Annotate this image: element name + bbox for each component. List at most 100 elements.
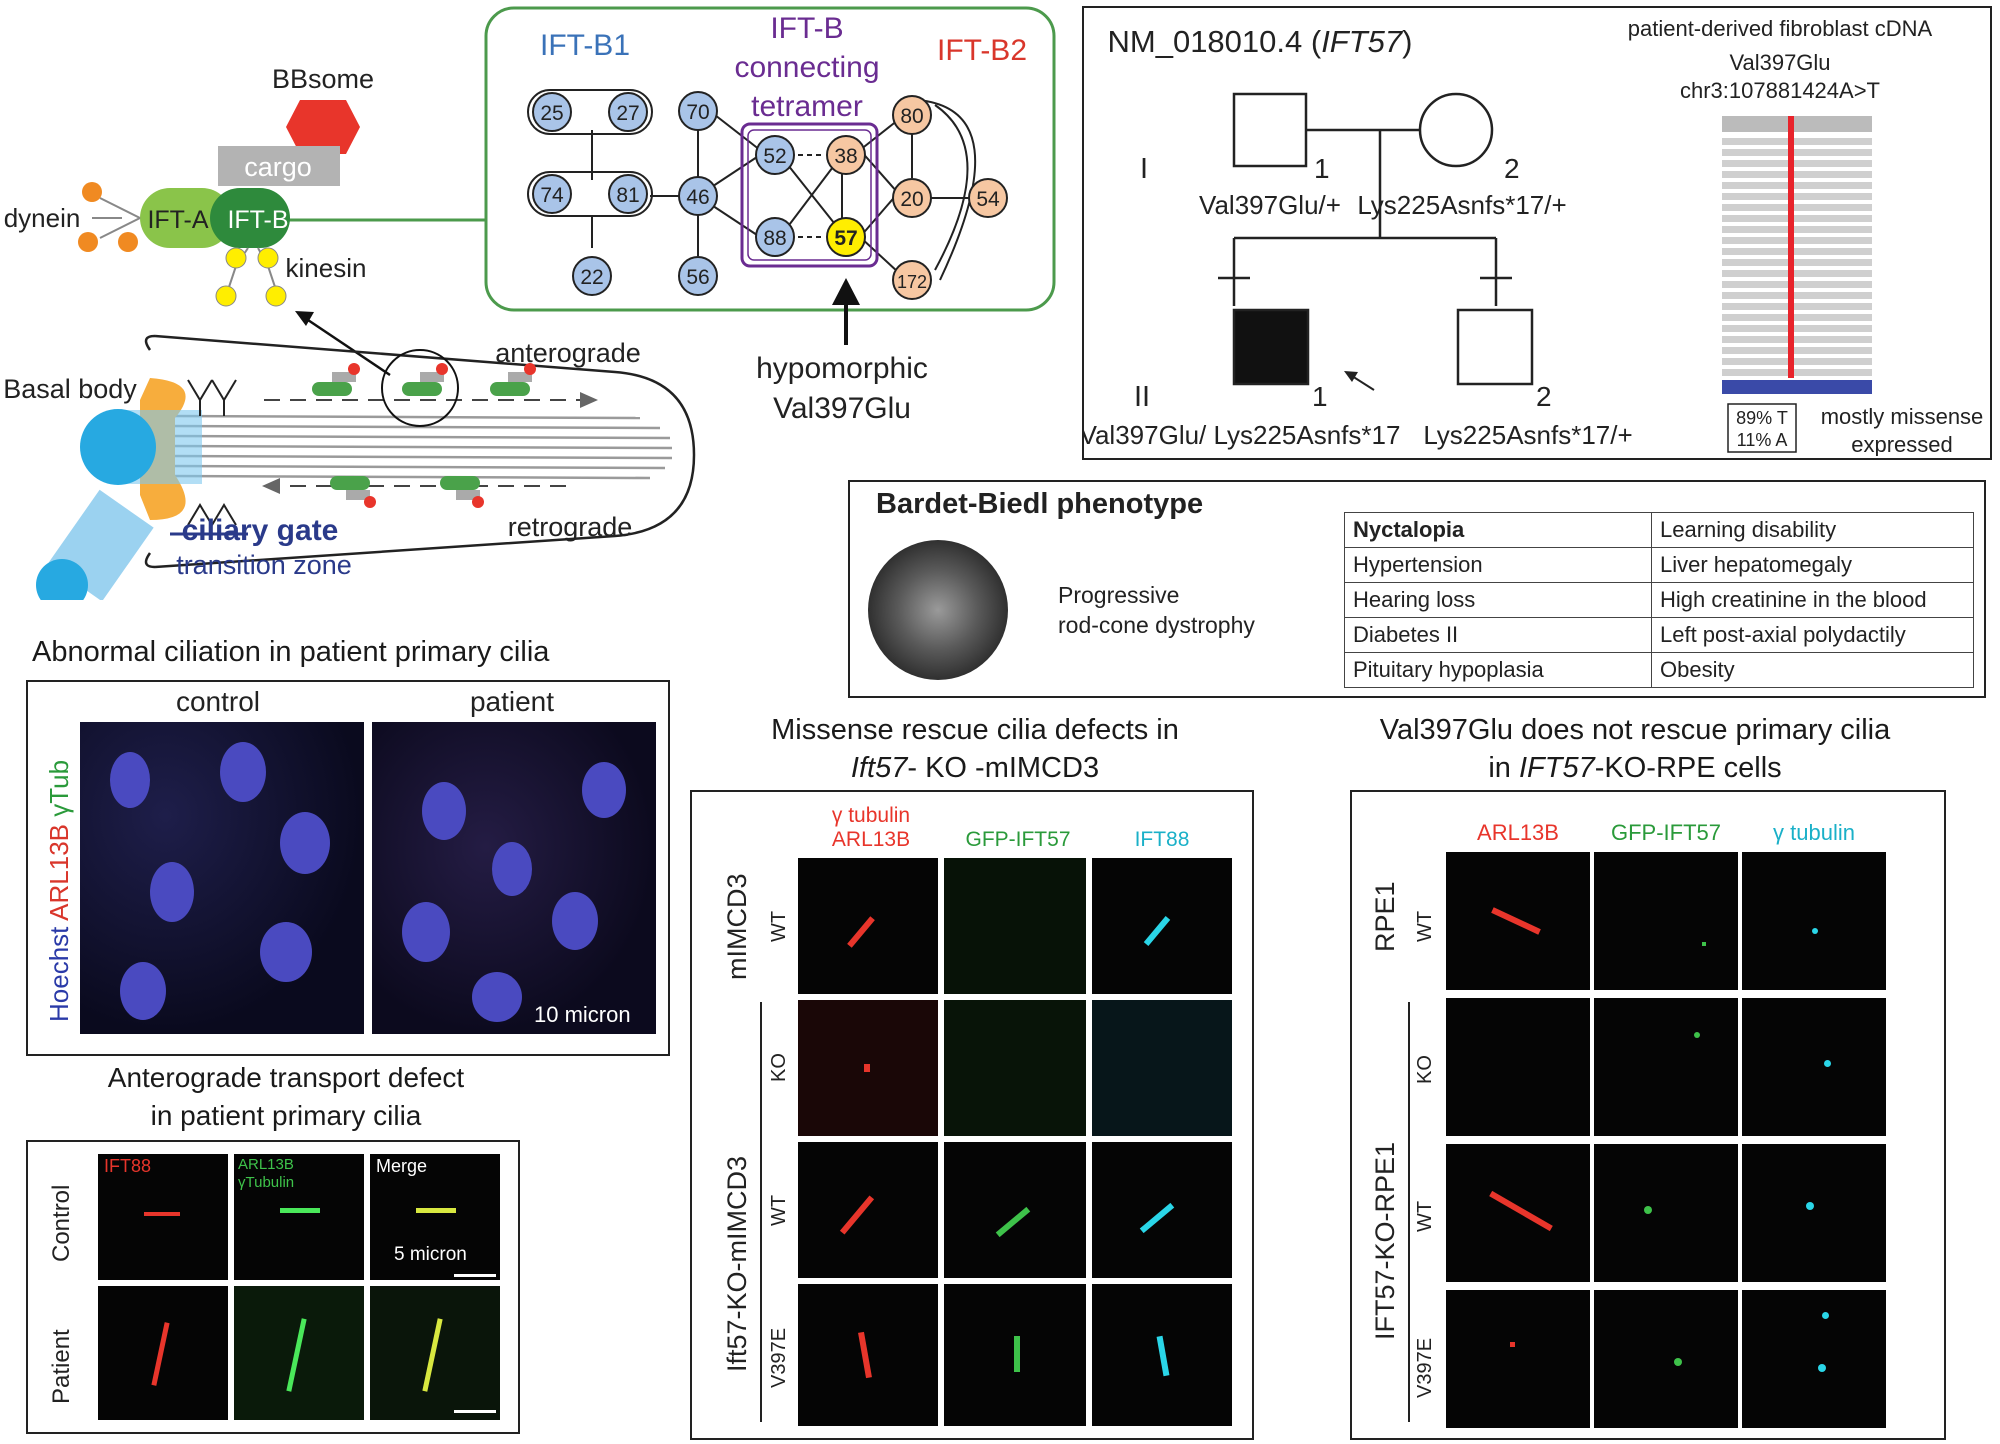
node-74 bbox=[532, 174, 572, 214]
node-label: 172 bbox=[897, 272, 927, 292]
ciliation-panel: control patient 10 micron Hoechst ARL13B… bbox=[26, 680, 670, 1056]
ift-a-label: IFT-A bbox=[147, 206, 208, 234]
allele-percent-box bbox=[1727, 403, 1797, 453]
cdna-position: chr3:107881424A>T bbox=[1680, 78, 1880, 103]
dynein-label: dynein bbox=[4, 203, 81, 233]
ko-gtub-image bbox=[798, 1000, 938, 1136]
ii1-number: 1 bbox=[1312, 381, 1328, 412]
col-gtub: γ tubulin bbox=[1773, 820, 1855, 845]
retina-caption-2: rod-cone dystrophy bbox=[1058, 612, 1255, 638]
control-arl13b-image bbox=[234, 1154, 364, 1280]
mini-ift-train bbox=[312, 363, 536, 508]
row-control-label: Control bbox=[48, 1184, 75, 1262]
col-arl13b: ARL13B bbox=[238, 1156, 294, 1173]
patient-label: patient bbox=[469, 686, 555, 717]
node-88 bbox=[755, 217, 795, 257]
tetramer-frame bbox=[740, 122, 879, 268]
stain-legend: Hoechst ARL13B γTub bbox=[44, 760, 75, 1022]
node-label: 81 bbox=[616, 184, 639, 207]
transport-title-2: in patient primary cilia bbox=[150, 1100, 422, 1131]
bbsome-hexagon bbox=[286, 100, 360, 154]
node-label: 20 bbox=[900, 188, 923, 211]
col-gfp-ift57: GFP-IFT57 bbox=[965, 828, 1071, 851]
node-label: 74 bbox=[540, 184, 564, 207]
pedigree-ii1-proband bbox=[1232, 308, 1310, 386]
i2-genotype: Lys225Asnfs*17/+ bbox=[1357, 190, 1566, 220]
rpe-wt-arl13b-image bbox=[1446, 852, 1590, 990]
rpe-v397e-gtub-image bbox=[1742, 1290, 1886, 1428]
gen-label-i: I bbox=[1140, 153, 1148, 185]
group-ko-rpe1-label: IFT57-KO-RPE1 bbox=[1370, 1141, 1400, 1340]
row-v397e-label: V397E bbox=[768, 1327, 790, 1388]
col-ift88: IFT88 bbox=[104, 1156, 152, 1176]
col-arl13b: ARL13B bbox=[1477, 820, 1559, 845]
phenotype-cell: Diabetes II bbox=[1344, 617, 1652, 653]
proband-arrow-icon bbox=[1344, 371, 1358, 382]
node-56 bbox=[678, 256, 718, 296]
node-label: 52 bbox=[763, 145, 786, 168]
phenotype-cell: Learning disability bbox=[1651, 512, 1974, 548]
i1-number: 1 bbox=[1314, 153, 1330, 184]
control-micrograph bbox=[80, 722, 364, 1034]
retrograde-arrow-icon bbox=[262, 478, 280, 494]
wt-gtub-image bbox=[798, 858, 938, 994]
pedigree-title: NM_018010.4 (IFT57) bbox=[1108, 24, 1413, 59]
rpe-rescue-wt-gtub-image bbox=[1742, 1144, 1886, 1282]
ift-connecting-title-2: connecting bbox=[734, 51, 879, 84]
transport-panel: IFT88 ARL13B γTubulin Merge 5 micron Con… bbox=[26, 1140, 520, 1434]
stain-arl13b: ARL13B bbox=[44, 823, 74, 921]
retina-caption-1: Progressive bbox=[1058, 582, 1180, 608]
row-ko-label: KO bbox=[768, 1053, 790, 1082]
stain-hoechst: Hoechst bbox=[44, 926, 74, 1022]
node-label: 46 bbox=[686, 186, 709, 209]
row-ko-label: KO bbox=[1414, 1055, 1436, 1084]
v397e-gfp-image bbox=[944, 1284, 1086, 1426]
zoom-circle bbox=[381, 349, 459, 427]
variant-column bbox=[1788, 116, 1794, 378]
hypomorphic-label-1: hypomorphic bbox=[756, 352, 928, 385]
phenotype-title: Bardet-Biedl phenotype bbox=[876, 488, 1204, 520]
group-mimcd3-label: mIMCD3 bbox=[722, 873, 752, 981]
node-label: 88 bbox=[763, 227, 786, 250]
phenotype-cell: Nyctalopia bbox=[1344, 512, 1652, 548]
wt-ift88-image bbox=[1092, 858, 1232, 994]
retina-fundus-image bbox=[868, 540, 1008, 680]
kinesin-label: kinesin bbox=[286, 253, 367, 283]
ift-b-shape bbox=[210, 188, 290, 248]
axoneme-microtubules bbox=[169, 414, 673, 480]
node-54 bbox=[968, 178, 1008, 218]
node-label: 27 bbox=[616, 102, 639, 125]
phenotype-cell: Hypertension bbox=[1344, 547, 1652, 583]
gen-label-ii: II bbox=[1134, 381, 1150, 413]
col-gtub: γTubulin bbox=[238, 1174, 295, 1191]
cilium-membrane bbox=[154, 334, 696, 569]
ii2-number: 2 bbox=[1536, 381, 1552, 412]
node-81 bbox=[608, 174, 648, 214]
control-label: control bbox=[175, 686, 261, 717]
control-ift88-image bbox=[98, 1154, 228, 1280]
row-wt-label: WT bbox=[768, 910, 790, 942]
row-patient-label: Patient bbox=[48, 1329, 75, 1404]
ift-b-label: IFT-B bbox=[227, 206, 288, 234]
row-wt-rescue-label: WT bbox=[768, 1194, 790, 1226]
row-wt-rescue-label: WT bbox=[1414, 1200, 1436, 1232]
cargo-box bbox=[218, 146, 340, 186]
cilium-schematic: IFT-B1 IFT-B connecting tetramer IFT-B2 bbox=[3, 6, 1056, 600]
anterograde-arrow-icon bbox=[580, 392, 598, 408]
col-gtub: γ tubulin bbox=[831, 804, 911, 827]
pedigree-ii2 bbox=[1456, 308, 1534, 386]
rpe-rescue-wt-gfp-image bbox=[1594, 1144, 1738, 1282]
phenotype-cell: Liver hepatomegaly bbox=[1651, 547, 1974, 583]
ciliary-gate-label: ciliary gate bbox=[182, 514, 339, 547]
node-label: 70 bbox=[686, 101, 709, 124]
pedigree-panel bbox=[1082, 6, 1992, 460]
node-22 bbox=[572, 256, 612, 296]
pedigree-diagram: NM_018010.4 (IFT57) I II 1 Val397Glu/+ 2… bbox=[1082, 16, 1983, 456]
node-label: 25 bbox=[540, 102, 563, 125]
node-20 bbox=[892, 178, 932, 218]
reference-sequence-bar bbox=[1722, 380, 1872, 394]
ift-a-shape bbox=[140, 188, 232, 248]
